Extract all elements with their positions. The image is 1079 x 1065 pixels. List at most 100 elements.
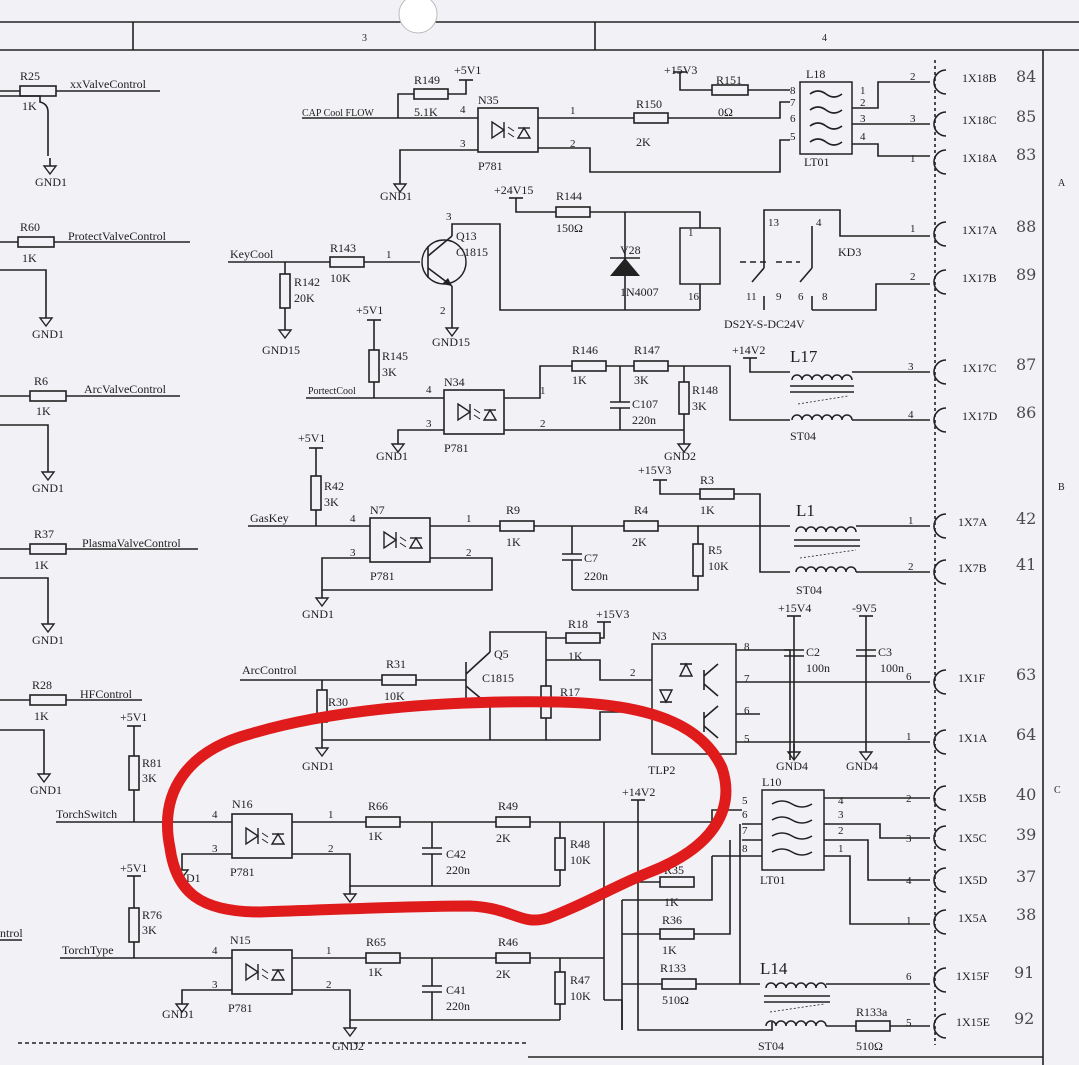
protect-cool-circuit: +5V1 R145 3K PortectCool 4 N34 P781 3 GN… xyxy=(306,303,930,463)
svg-text:L18: L18 xyxy=(806,67,825,81)
svg-text:6: 6 xyxy=(744,705,750,717)
gas-key-circuit: +5V1 R42 3K GasKey 4 N7 P781 3 GND1 1 2 … xyxy=(248,431,930,621)
svg-text:2K: 2K xyxy=(496,967,511,981)
svg-text:2: 2 xyxy=(910,271,916,283)
svg-text:3: 3 xyxy=(426,418,432,430)
svg-text:GND1: GND1 xyxy=(30,783,62,797)
svg-text:R42: R42 xyxy=(324,479,344,493)
svg-text:220n: 220n xyxy=(584,569,608,583)
svg-text:N35: N35 xyxy=(478,93,499,107)
svg-text:2: 2 xyxy=(838,825,844,837)
svg-text:GND1: GND1 xyxy=(32,633,64,647)
svg-text:1K: 1K xyxy=(662,943,677,957)
svg-text:C7: C7 xyxy=(584,551,598,565)
svg-text:5: 5 xyxy=(906,1017,912,1029)
svg-text:2: 2 xyxy=(326,979,332,991)
svg-text:1X18A: 1X18A xyxy=(962,151,998,165)
frame-col-label: 3 xyxy=(362,33,367,44)
svg-text:1X17A: 1X17A xyxy=(962,223,998,237)
svg-text:1X1A: 1X1A xyxy=(958,731,988,745)
svg-text:1X17B: 1X17B xyxy=(962,271,997,285)
svg-text:C2: C2 xyxy=(806,645,820,659)
cap-cool-flow-circuit: CAP Cool FLOW +5V1 R149 5.1K 4 N35 P781 … xyxy=(302,63,930,203)
svg-text:N16: N16 xyxy=(232,797,253,811)
svg-text:150Ω: 150Ω xyxy=(556,221,583,235)
svg-text:1: 1 xyxy=(906,915,912,927)
svg-text:83: 83 xyxy=(1016,145,1036,164)
svg-text:1: 1 xyxy=(328,809,334,821)
svg-text:1K: 1K xyxy=(506,535,521,549)
svg-text:87: 87 xyxy=(1016,355,1036,374)
svg-text:5: 5 xyxy=(790,131,796,143)
svg-text:R46: R46 xyxy=(498,935,518,949)
svg-text:1K: 1K xyxy=(34,558,49,572)
svg-text:R48: R48 xyxy=(570,837,590,851)
svg-text:2: 2 xyxy=(910,71,916,83)
svg-text:R30: R30 xyxy=(328,695,348,709)
svg-text:1K: 1K xyxy=(368,829,383,843)
svg-text:TLP2: TLP2 xyxy=(648,763,675,777)
svg-text:GND2: GND2 xyxy=(332,1039,364,1053)
svg-text:1X5D: 1X5D xyxy=(958,873,988,887)
svg-text:10K: 10K xyxy=(330,271,351,285)
svg-text:38: 38 xyxy=(1016,905,1036,924)
svg-text:4: 4 xyxy=(212,945,218,957)
svg-text:HFControl: HFControl xyxy=(80,687,133,701)
svg-text:8: 8 xyxy=(742,843,748,855)
key-cool-circuit: KeyCool R143 10K 1 R142 20K GND15 3 Q13 … xyxy=(228,183,930,357)
svg-text:7: 7 xyxy=(742,825,748,837)
svg-text:4: 4 xyxy=(816,217,822,229)
svg-text:ST04: ST04 xyxy=(790,429,816,443)
svg-text:ProtectValveControl: ProtectValveControl xyxy=(68,229,167,243)
svg-text:R133: R133 xyxy=(660,961,686,975)
svg-text:4: 4 xyxy=(908,409,914,421)
svg-text:+5V1: +5V1 xyxy=(454,63,481,77)
svg-text:41: 41 xyxy=(1016,555,1036,574)
svg-text:R9: R9 xyxy=(506,503,520,517)
svg-text:GND1: GND1 xyxy=(32,327,64,341)
svg-text:+15V3: +15V3 xyxy=(638,463,671,477)
svg-text:3: 3 xyxy=(838,809,844,821)
svg-text:6: 6 xyxy=(790,113,796,125)
svg-text:ArcControl: ArcControl xyxy=(242,663,297,677)
terminal-1x18a: 1X18A 83 xyxy=(933,145,1036,175)
frame-col-label: 4 xyxy=(822,33,827,44)
svg-text:+24V15: +24V15 xyxy=(494,183,533,197)
svg-text:1: 1 xyxy=(540,385,546,397)
svg-text:5: 5 xyxy=(744,733,750,745)
svg-text:1X15E: 1X15E xyxy=(956,1015,990,1029)
svg-text:R147: R147 xyxy=(634,343,660,357)
svg-text:R60: R60 xyxy=(20,220,40,234)
svg-text:7: 7 xyxy=(790,97,796,109)
svg-text:220n: 220n xyxy=(446,999,470,1013)
svg-text:LT01: LT01 xyxy=(760,873,786,887)
svg-text:R6: R6 xyxy=(34,374,48,388)
svg-text:CAP Cool FLOW: CAP Cool FLOW xyxy=(302,108,374,119)
svg-text:1: 1 xyxy=(386,249,392,261)
svg-text:4: 4 xyxy=(426,384,432,396)
svg-text:1K: 1K xyxy=(664,895,679,909)
svg-text:3: 3 xyxy=(906,833,912,845)
svg-text:6: 6 xyxy=(742,809,748,821)
svg-text:R143: R143 xyxy=(330,241,356,255)
svg-text:8: 8 xyxy=(822,291,828,303)
svg-text:85: 85 xyxy=(1016,107,1036,126)
svg-text:4: 4 xyxy=(838,795,844,807)
svg-text:P781: P781 xyxy=(230,865,255,879)
svg-text:+5V1: +5V1 xyxy=(298,431,325,445)
svg-text:+5V1: +5V1 xyxy=(120,710,147,724)
svg-text:+15V4: +15V4 xyxy=(778,601,811,615)
svg-text:1K: 1K xyxy=(572,373,587,387)
svg-text:2: 2 xyxy=(328,843,334,855)
svg-text:R148: R148 xyxy=(692,383,718,397)
svg-text:R145: R145 xyxy=(382,349,408,363)
svg-text:2K: 2K xyxy=(636,135,651,149)
